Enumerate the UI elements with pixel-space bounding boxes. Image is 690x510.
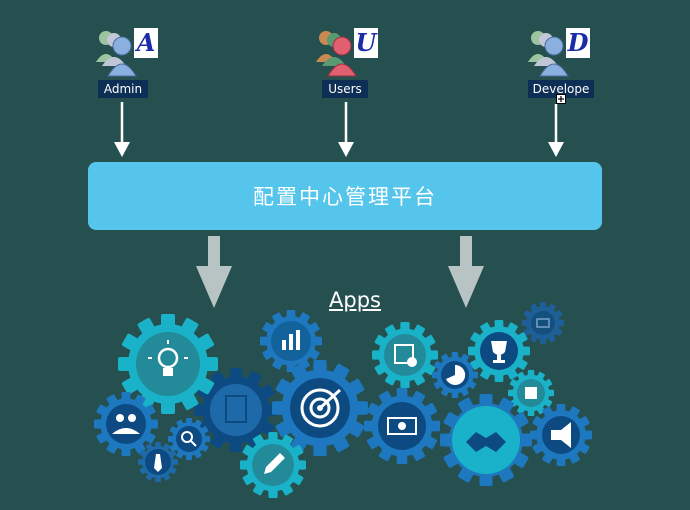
expand-handle-icon[interactable]: [556, 94, 566, 104]
gear-handshake: [440, 394, 532, 486]
gear-target: [272, 360, 368, 456]
gear-magnifier: [168, 418, 210, 460]
role-badge: D: [566, 28, 590, 58]
platform-arrows: [196, 236, 484, 308]
gear-puzzle: [508, 370, 554, 416]
big-arrow-left: [196, 236, 232, 308]
gear-megaphone: [530, 404, 592, 466]
role-label: Develope: [528, 80, 594, 98]
gear-bar-chart: [260, 310, 322, 372]
big-arrow-right: [448, 236, 484, 308]
gear-team: [94, 392, 158, 456]
users-group-icon: [528, 31, 569, 77]
gear-tie: [138, 442, 178, 482]
gear-pie-chart: [432, 352, 478, 398]
role-users[interactable]: U Users: [316, 0, 386, 100]
platform-box[interactable]: 配置中心管理平台: [88, 162, 602, 230]
apps-gear-cluster: [94, 302, 592, 498]
apps-title: Apps: [329, 288, 381, 312]
role-arrows: [114, 102, 564, 157]
role-label: Users: [322, 80, 368, 98]
gear-calendar: [372, 322, 438, 388]
role-label: Admin: [98, 80, 148, 98]
role-developer[interactable]: D Develope: [528, 0, 598, 104]
users-group-icon: [316, 31, 357, 77]
gear-money: [364, 388, 440, 464]
gear-small-chat: [522, 302, 564, 344]
role-badge: A: [134, 28, 158, 58]
arrow-admin-to-platform: [114, 102, 130, 157]
platform-title: 配置中心管理平台: [253, 185, 437, 209]
role-admin[interactable]: A Admin: [96, 0, 166, 100]
gear-lightbulb: [118, 314, 218, 414]
arrow-developer-to-platform: [548, 104, 564, 157]
role-badge: U: [354, 28, 378, 58]
users-group-icon: [96, 31, 137, 77]
arrow-users-to-platform: [338, 102, 354, 157]
gear-pencil: [240, 432, 306, 498]
gear-trophy: [468, 320, 530, 382]
gear-document: [194, 368, 278, 452]
